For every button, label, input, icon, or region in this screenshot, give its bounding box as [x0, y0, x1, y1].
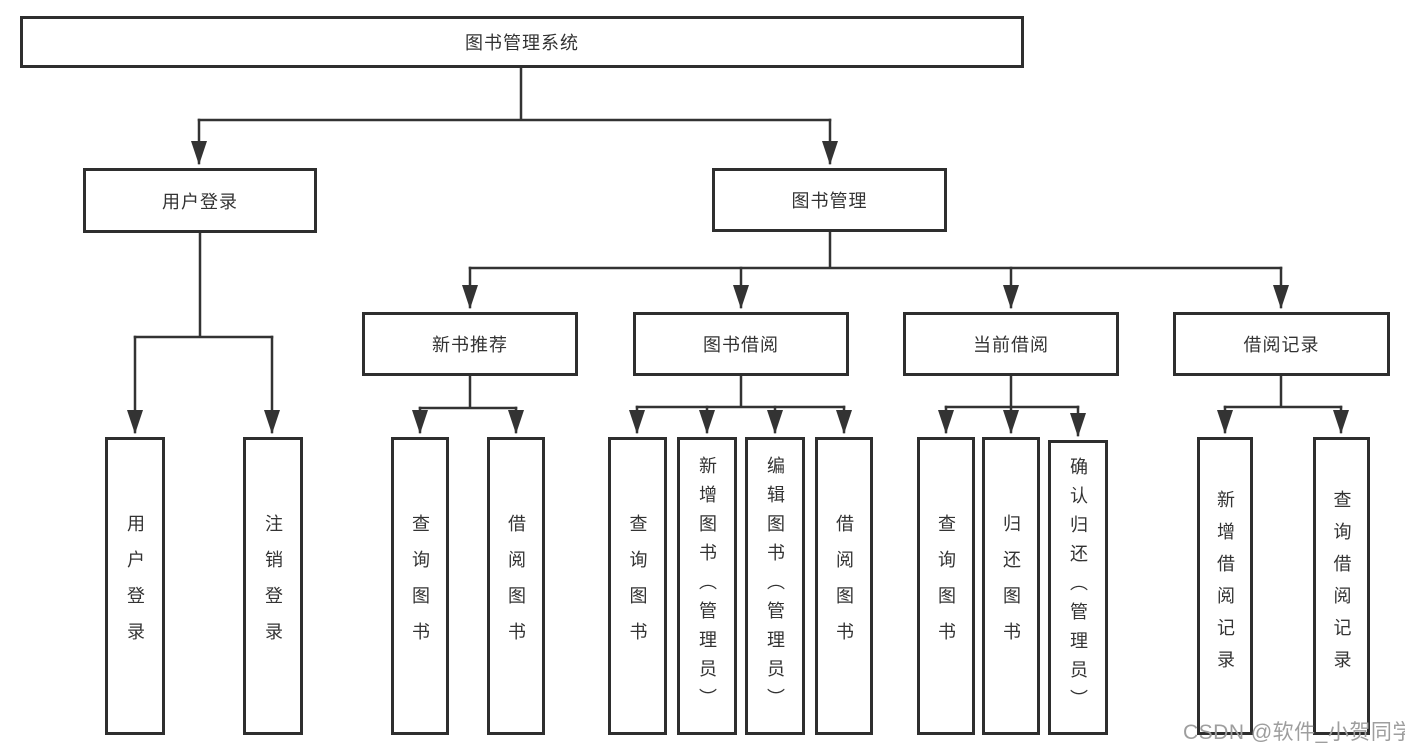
leaf-current-return-books: 归还图书	[982, 437, 1040, 735]
leaf-current-query-books-label: 查询图书	[936, 514, 956, 658]
node-borrow-records-label: 借阅记录	[1243, 335, 1320, 355]
leaf-borrow-edit-books-admin-label: 编辑图书（管理员）	[765, 455, 785, 717]
node-user-login-label: 用户登录	[162, 191, 238, 212]
node-book-management: 图书管理	[712, 168, 947, 232]
leaf-logout: 注销登录	[243, 437, 303, 735]
leaf-borrow-add-books-admin-label: 新增图书（管理员）	[697, 455, 717, 717]
leaf-newbook-borrow-books: 借阅图书	[487, 437, 545, 735]
node-current-borrow-label: 当前借阅	[973, 335, 1049, 355]
leaf-logout-label: 注销登录	[263, 514, 283, 658]
leaf-records-query-record-label: 查询借阅记录	[1331, 490, 1352, 682]
connector-current-leaves	[944, 374, 1080, 409]
leaf-records-add-record: 新增借阅记录	[1197, 437, 1253, 735]
leaf-records-add-record-label: 新增借阅记录	[1215, 490, 1235, 682]
node-library-system: 图书管理系统	[20, 16, 1024, 68]
node-borrow-records: 借阅记录	[1173, 312, 1390, 376]
node-current-borrow: 当前借阅	[903, 312, 1119, 376]
leaf-current-query-books: 查询图书	[917, 437, 975, 735]
leaf-borrow-borrow-books: 借阅图书	[815, 437, 873, 735]
connector-records-leaves	[1223, 374, 1343, 409]
node-book-borrow: 图书借阅	[633, 312, 849, 376]
leaf-user-login: 用户登录	[105, 437, 165, 735]
leaf-current-confirm-return-admin-label: 确认归还（管理员）	[1068, 457, 1088, 718]
node-library-system-label: 图书管理系统	[465, 33, 579, 53]
node-new-book-recommend: 新书推荐	[362, 312, 578, 376]
leaf-newbook-query-books-label: 查询图书	[410, 514, 430, 658]
node-new-book-recommend-label: 新书推荐	[432, 335, 508, 355]
leaf-borrow-query-books-label: 查询图书	[627, 514, 648, 658]
connector-userlogin-leaves	[133, 231, 274, 339]
leaf-current-return-books-label: 归还图书	[1001, 514, 1021, 658]
leaf-records-query-record: 查询借阅记录	[1313, 437, 1370, 735]
connector-borrow-leaves	[635, 374, 846, 409]
leaf-newbook-query-books: 查询图书	[391, 437, 449, 735]
connector-bookmgmt-level3	[468, 230, 1283, 270]
node-book-management-label: 图书管理	[791, 191, 868, 211]
leaf-borrow-edit-books-admin: 编辑图书（管理员）	[745, 437, 805, 735]
leaf-borrow-add-books-admin: 新增图书（管理员）	[677, 437, 737, 735]
connector-newbook-leaves	[418, 374, 518, 410]
node-book-borrow-label: 图书借阅	[703, 335, 779, 355]
connector-root-level2	[197, 66, 832, 122]
leaf-borrow-borrow-books-label: 借阅图书	[834, 514, 854, 658]
leaf-current-confirm-return-admin: 确认归还（管理员）	[1048, 440, 1108, 735]
leaf-borrow-query-books: 查询图书	[608, 437, 667, 735]
node-user-login: 用户登录	[83, 168, 317, 233]
csdn-watermark: CSDN @软件_小贺同学	[1183, 721, 1405, 744]
leaf-user-login-label: 用户登录	[125, 514, 145, 658]
leaf-newbook-borrow-books-label: 借阅图书	[506, 514, 526, 658]
